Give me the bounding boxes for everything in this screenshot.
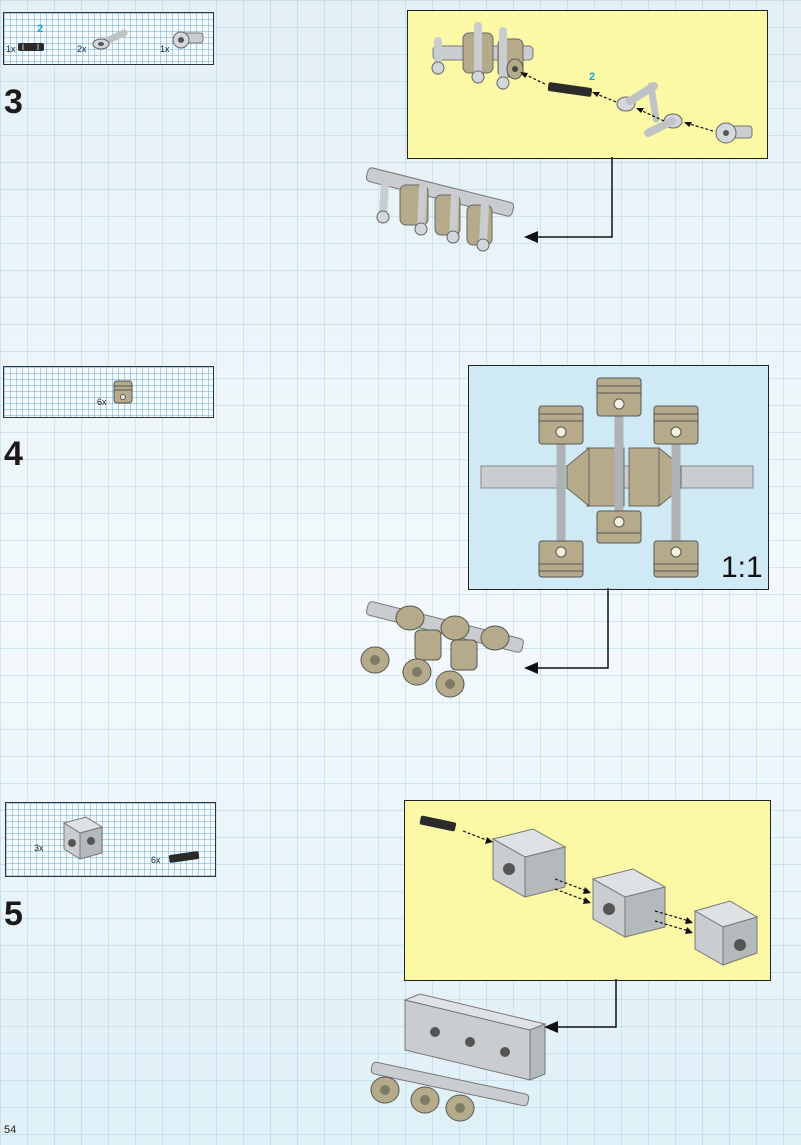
sub-assembly-count: 2: [37, 23, 44, 35]
pointer-arrow-step-3: [524, 157, 613, 243]
part-qty: 6x: [97, 397, 107, 407]
sub-assembly-count: 2: [589, 71, 596, 83]
pointer-arrow-step-4: [524, 588, 609, 674]
axle-joiner-icon: [168, 851, 200, 863]
pointer-arrow-step-5: [544, 979, 617, 1033]
cylinder-block-icon: [62, 816, 104, 860]
parts-box-step-3: 1x 2 2x 1x: [3, 12, 214, 65]
axle-bush-icon: [172, 31, 204, 49]
assembled-crankshaft-step-4: [360, 601, 524, 698]
part-qty: 1x: [6, 44, 16, 54]
assembled-engine-step-5: [370, 993, 547, 1122]
callout-panel-step-4: 1:1: [468, 365, 769, 590]
scale-label: 1:1: [721, 551, 763, 584]
page-number: 54: [4, 1124, 17, 1136]
assembled-crankshaft-step-3: [365, 167, 515, 252]
part-qty: 1x: [160, 44, 170, 54]
parts-box-step-5: 3x 6x: [5, 802, 216, 877]
part-qty: 2x: [77, 44, 87, 54]
callout-panel-step-3: 2: [407, 10, 768, 159]
parts-box-step-4: 6x: [3, 366, 214, 418]
connector-arm-icon: [92, 29, 128, 50]
sub-assembly-illustration: [431, 22, 753, 144]
step-number: 5: [4, 895, 23, 933]
cylinder-assembly-illustration: [419, 815, 759, 966]
piston-icon: [113, 380, 133, 404]
step-number: 4: [4, 435, 23, 473]
crankshaft-1-to-1-diagram: [480, 377, 754, 578]
callout-panel-step-5: [404, 800, 771, 981]
part-qty: 6x: [151, 855, 161, 865]
part-qty: 3x: [34, 843, 44, 853]
step-number: 3: [4, 83, 23, 121]
axle-joiner-icon: [18, 43, 44, 51]
